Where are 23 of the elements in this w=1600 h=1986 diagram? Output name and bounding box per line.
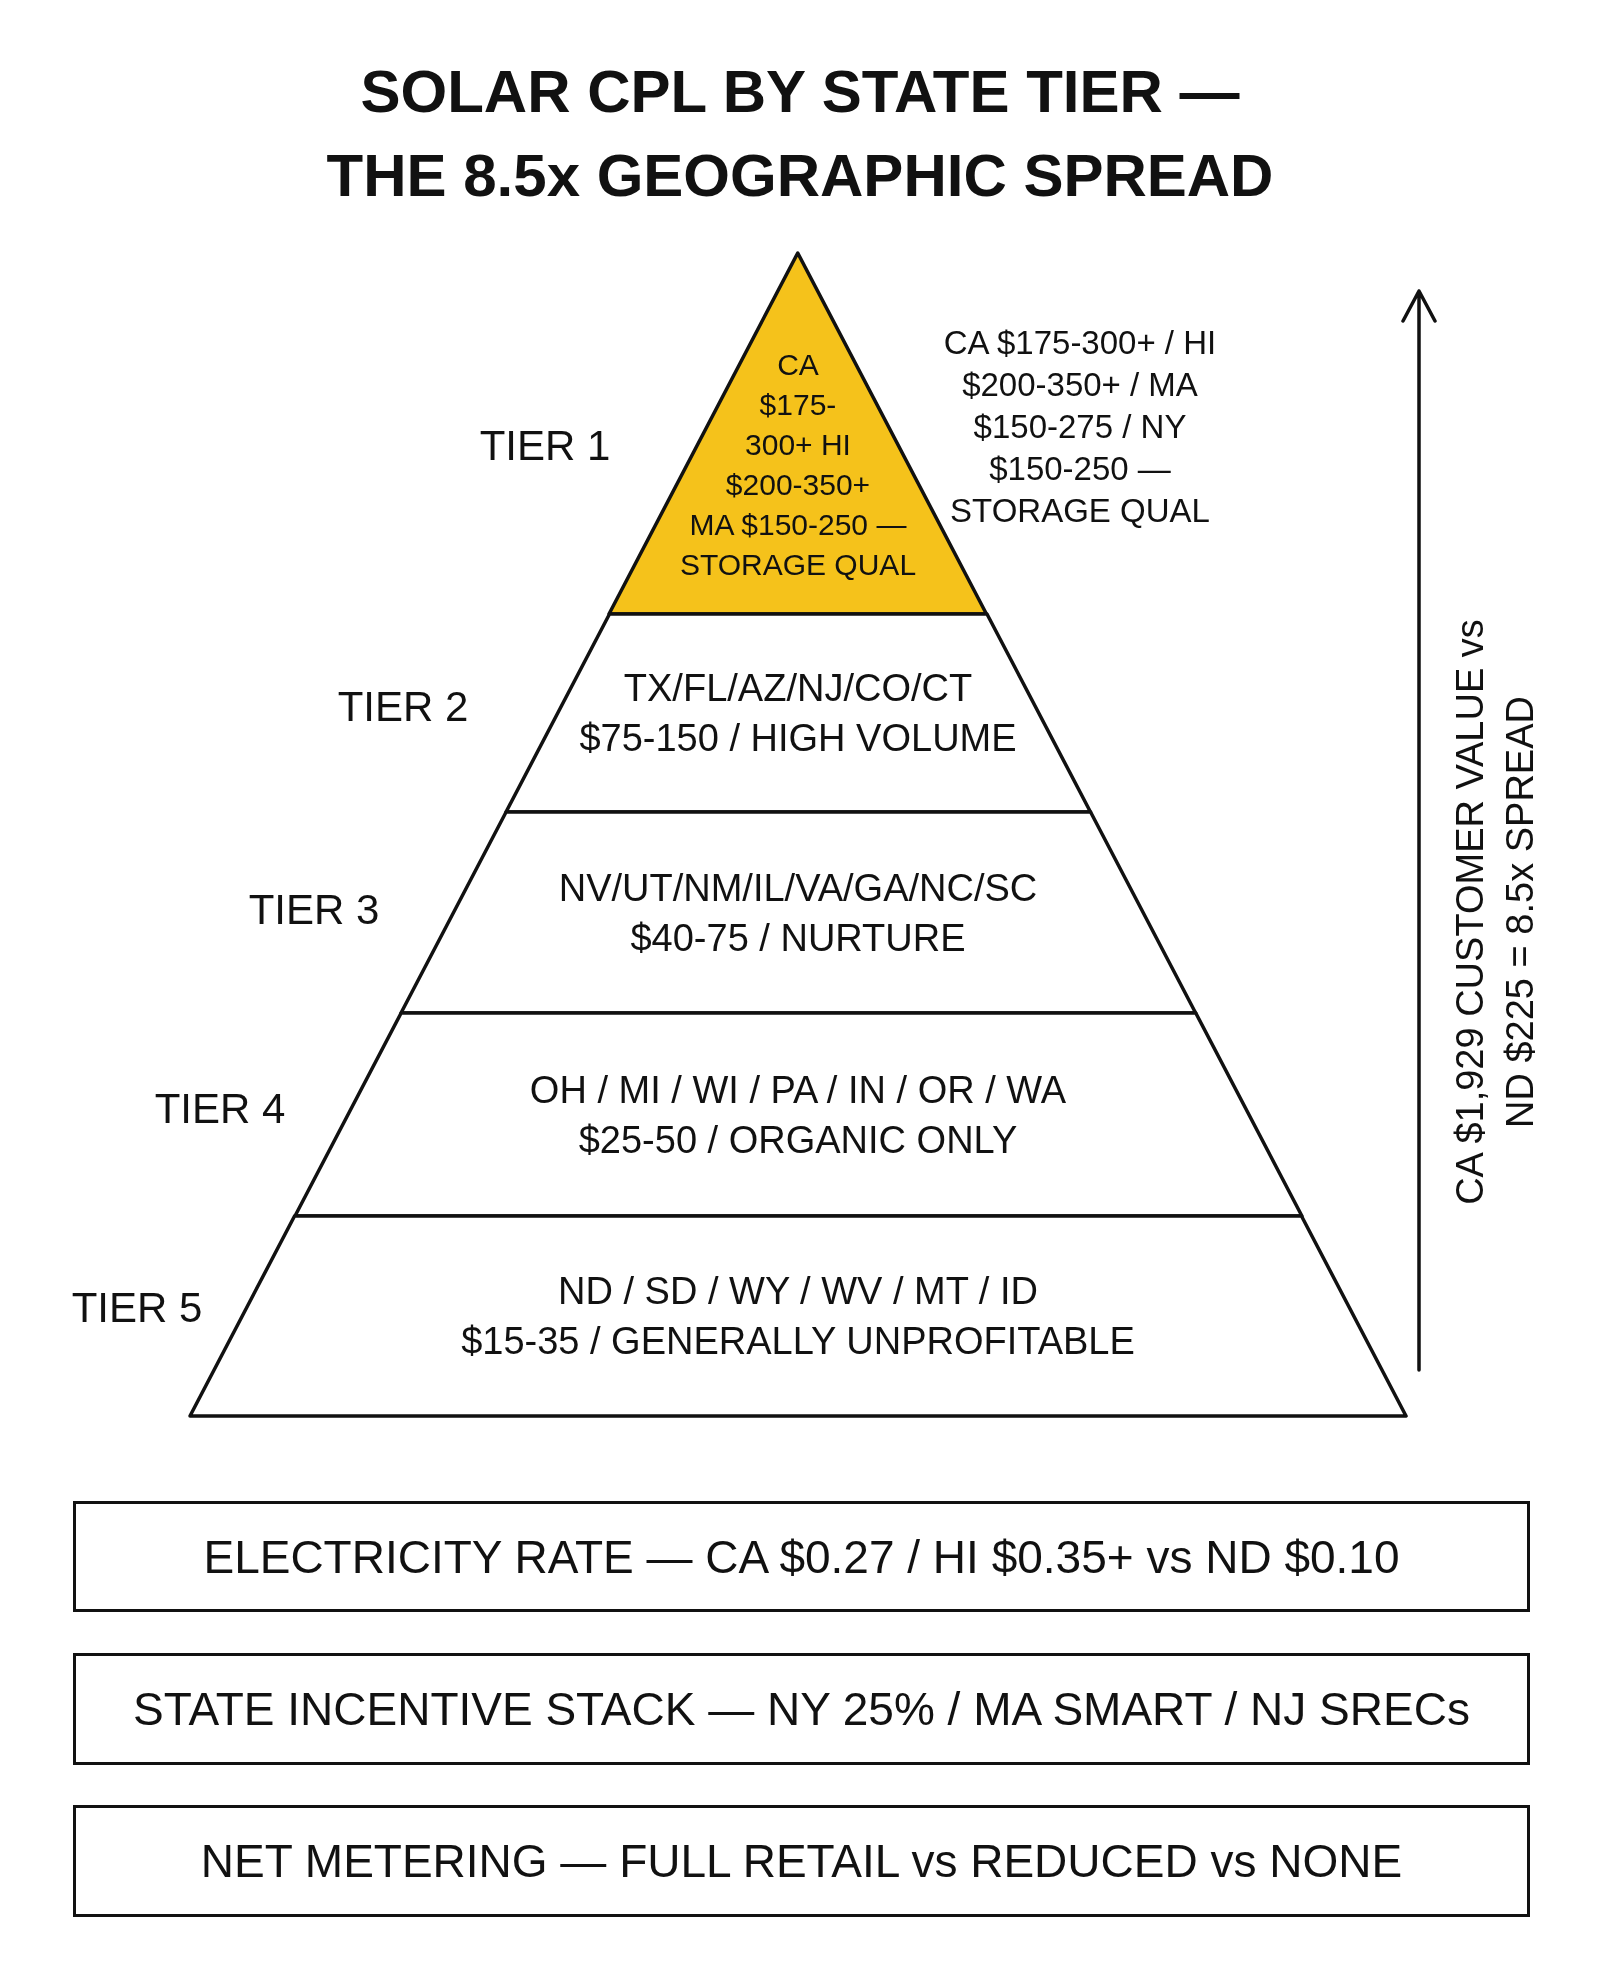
pyramid-tier (294, 1013, 1302, 1216)
tier-text: ND / SD / WY / WV / MT / ID (557, 1269, 1039, 1314)
callout-note: CA $175-300+ / HI $200-350+ / MA $150-275 / NY $150-250 — STORAGE QUAL (942, 323, 1218, 531)
title: SOLAR CPL BY STATE TIER — THE 8.5x GEOGRAPHIC SPREAD (325, 57, 1275, 211)
tier-text: $25-50 / ORGANIC ONLY (577, 1117, 1019, 1163)
tier-text: CA $175-300+ HI $200-350+ MA $150-250 — STORAGE QUAL (679, 348, 917, 581)
tier-text: $40-75 / NURTURE (629, 915, 967, 961)
factor-box: NET METERING — FULL RETAIL vs REDUCED vs NONE (73, 1805, 1530, 1917)
tier-text: TX/FL/AZ/NJ/CO/CT (622, 666, 974, 711)
factor-box: ELECTRICITY RATE — CA $0.27 / HI $0.35+ vs ND $0.10 (73, 1501, 1530, 1612)
factor-box: STATE INCENTIVE STACK — NY 25% / MA SMART / NJ SRECs (73, 1653, 1530, 1765)
tier-text: $15-35 / GENERALLY UNPROFITABLE (460, 1319, 1136, 1364)
pyramid-tier (400, 812, 1196, 1013)
tier-label: TIER 5 (71, 1284, 203, 1332)
pyramid-tier (505, 614, 1091, 812)
tier-label: TIER 4 (154, 1085, 286, 1133)
tier-label: TIER 1 (479, 422, 611, 470)
tier-text: $75-150 / HIGH VOLUME (578, 716, 1018, 761)
tier-label: TIER 2 (337, 683, 469, 731)
arrow-label: CA $1,929 CUSTOMER VALUE vs ND $225 = 8.5x SPREAD (1448, 618, 1542, 1207)
tier-text: NV/UT/NM/IL/VA/GA/NC/SC (557, 865, 1039, 911)
tier-text: OH / MI / WI / PA / IN / OR / WA (528, 1067, 1068, 1113)
tier-label: TIER 3 (248, 886, 380, 934)
